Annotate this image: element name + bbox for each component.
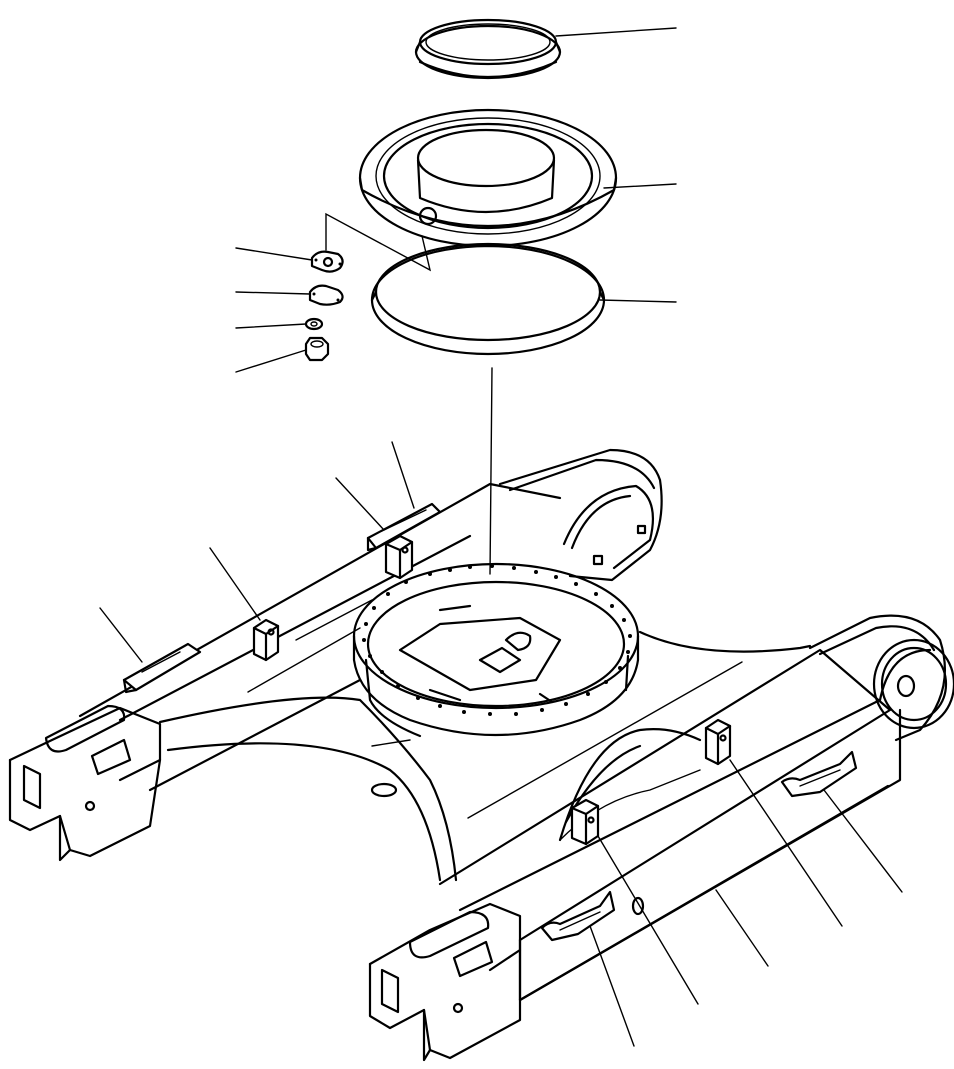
center-axis-line: [489, 367, 493, 575]
track-guide-left-rear: [366, 502, 442, 552]
ring-bolt-holes: [362, 564, 632, 716]
guard-block-right-rear: [704, 718, 732, 766]
plate-blank: [308, 284, 344, 306]
track-guide-right-rear: [780, 750, 858, 798]
swing-bearing-seal-ring: [414, 18, 562, 80]
track-frame: [8, 448, 954, 1062]
leader-line-3: [599, 299, 677, 303]
leader-line-10: [335, 477, 385, 531]
leader-line-11: [391, 441, 415, 509]
leader-line-15: [589, 925, 635, 1047]
plate-with-hole: [310, 250, 344, 273]
track-guide-left-front: [122, 642, 202, 694]
leader-line-14: [597, 835, 699, 1005]
assembly-line-plates: [325, 212, 432, 272]
swing-circle-cover: [358, 108, 618, 248]
washer: [304, 317, 324, 331]
leader-line-16: [715, 889, 769, 967]
nut: [304, 336, 330, 362]
leader-line-5: [235, 291, 311, 295]
leader-line-8: [99, 607, 143, 663]
leader-line-7: [235, 349, 307, 373]
guard-block-left-front: [252, 618, 280, 662]
leader-line-13: [823, 789, 903, 893]
leader-line-1: [555, 27, 677, 37]
guard-block-right-front: [570, 798, 600, 846]
track-guide-right-front: [540, 890, 616, 942]
leader-line-4: [235, 247, 313, 261]
leader-line-2: [603, 183, 677, 189]
guard-block-left-rear: [384, 534, 414, 580]
leader-line-9: [209, 547, 261, 621]
leader-line-12: [729, 759, 843, 927]
leader-line-6: [235, 323, 307, 329]
o-ring-seal: [370, 242, 606, 356]
